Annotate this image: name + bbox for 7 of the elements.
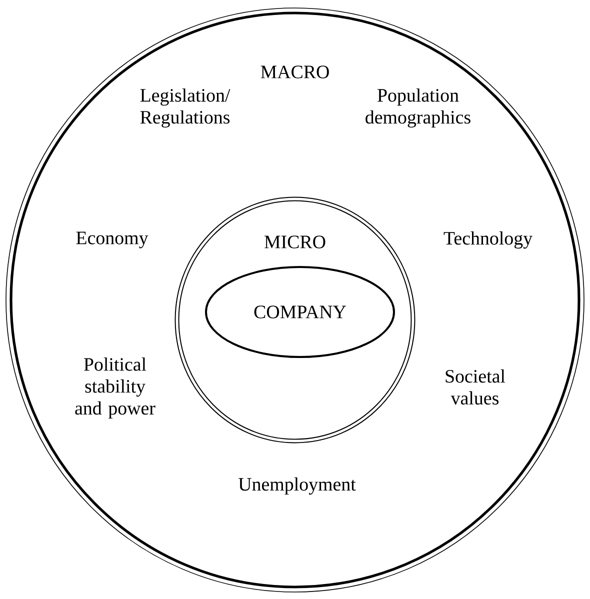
label: Political stability and power	[75, 358, 156, 418]
label: Economy	[76, 232, 148, 248]
label: Unemployment	[238, 477, 356, 495]
label: Legislation/ Regulations	[140, 88, 230, 128]
label: Population demographics	[366, 88, 470, 128]
label: Technology	[444, 231, 532, 249]
label: Societal values	[446, 369, 506, 405]
